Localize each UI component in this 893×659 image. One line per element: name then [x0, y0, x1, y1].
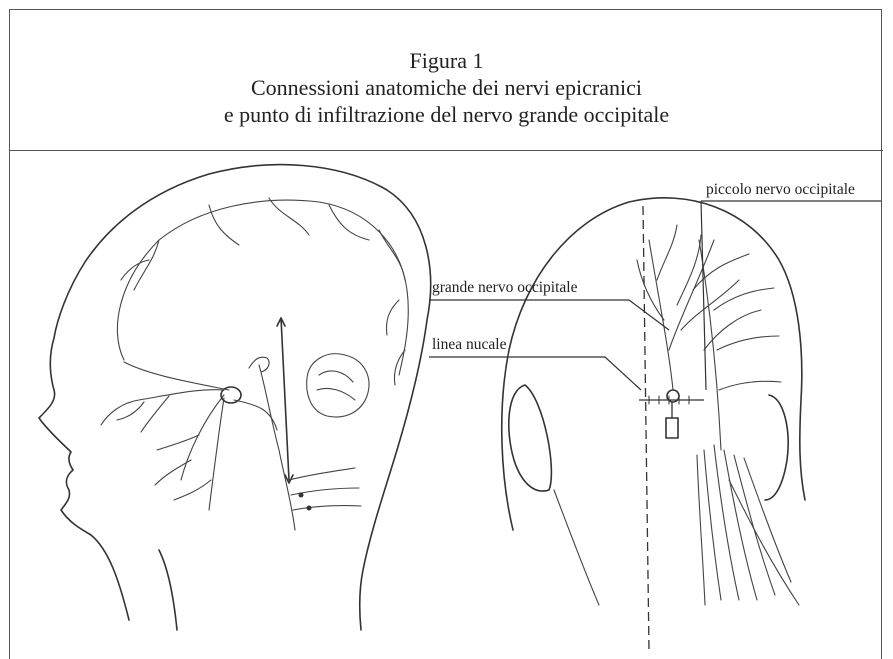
caption-title-line-2: e punto di infiltrazione del nervo grand…	[10, 101, 883, 128]
back-head-drawing	[502, 198, 805, 650]
caption-figure-number: Figura 1	[10, 47, 883, 74]
leader-greater-occipital	[429, 300, 669, 330]
anatomy-illustration: piccolo nervo occipitale grande nervo oc…	[9, 150, 882, 655]
side-head-drawing	[39, 165, 431, 630]
back-head-outline	[502, 198, 805, 530]
side-head-outline	[39, 165, 431, 630]
label-lesser-occipital-nerve: piccolo nervo occipitale	[706, 181, 855, 198]
label-nuchal-line: linea nucale	[432, 336, 507, 353]
syringe	[666, 418, 678, 438]
leader-nuchal-line	[429, 357, 641, 390]
diagram-labels: piccolo nervo occipitale grande nervo oc…	[429, 181, 881, 390]
label-greater-occipital-nerve: grande nervo occipitale	[432, 279, 578, 296]
figure-caption: Figura 1 Connessioni anatomiche dei nerv…	[10, 10, 883, 151]
caption-title-line-1: Connessioni anatomiche dei nervi epicran…	[10, 74, 883, 101]
